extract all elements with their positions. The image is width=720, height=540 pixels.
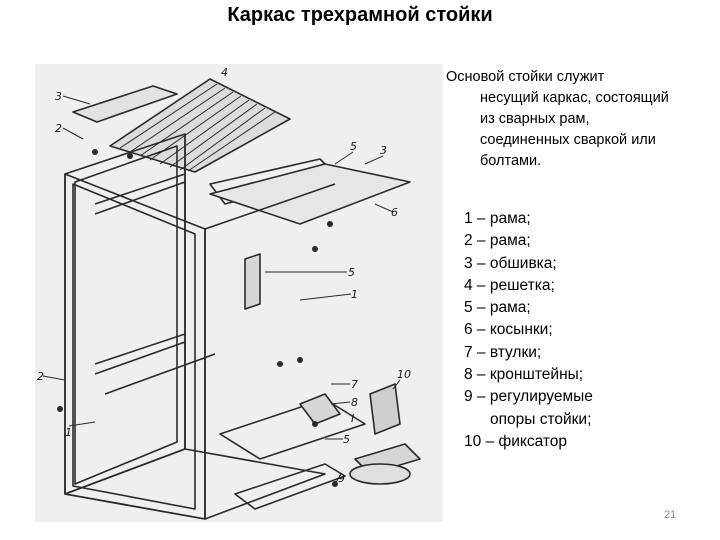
figure-label-1b: 1: [65, 426, 72, 439]
figure-label-5c: 5: [343, 433, 350, 446]
legend-item: 5 – рама;: [464, 299, 531, 317]
figure-label-1a: 1: [351, 288, 358, 301]
figure-label-8: 8: [351, 396, 358, 409]
legend-item: 1 – рама;: [464, 210, 531, 227]
figure-label-10: 10: [397, 368, 411, 381]
intro-line: болтами.: [480, 153, 542, 169]
intro-paragraph: Основой стойки служит несущий каркас, со…: [446, 67, 718, 172]
intro-line: соединенных сваркой или: [480, 132, 656, 148]
parts-legend: 1 – рама; 2 – рама; 3 – обшивка; 4 – реш…: [464, 208, 714, 453]
figure-label-4: 4: [221, 66, 228, 79]
intro-line: Основой стойки служит: [446, 69, 605, 85]
figure-label-2b: 2: [37, 370, 44, 383]
rack-frame-drawing: 3 2 5 3 6 5 1 2 7 8 I 5 9 10 1 4: [35, 64, 443, 522]
figure-label-7: 7: [351, 378, 358, 391]
legend-item: 9 – регулируемые: [464, 388, 593, 406]
legend-item: 10 – фиксатор: [464, 432, 568, 450]
figure-label-6: 6: [391, 206, 398, 219]
legend-item: 3 – обшивка;: [464, 254, 557, 272]
figure-label-3a: 3: [55, 90, 62, 103]
figure-label-2a: 2: [55, 122, 62, 135]
intro-line: из сварных рам,: [480, 111, 590, 127]
figure-label-5b: 5: [348, 266, 355, 279]
legend-item: 2 – рама;: [464, 232, 531, 250]
legend-item: 7 – втулки;: [464, 343, 542, 361]
legend-item: 4 – решетка;: [464, 276, 555, 294]
figure-label-9: 9: [338, 472, 345, 485]
slide-title: Каркас трехрамной стойки: [227, 4, 493, 26]
legend-item: 6 – косынки;: [464, 321, 553, 339]
figure-label-5a: 5: [350, 140, 357, 153]
figure-label-i: I: [351, 412, 354, 425]
legend-item: 8 – кронштейны;: [464, 366, 584, 384]
legend-item-continuation: опоры стойки;: [490, 410, 592, 428]
figure-label-3b: 3: [380, 144, 387, 157]
intro-line: несущий каркас, состоящий: [480, 90, 669, 106]
page-number: 21: [664, 509, 677, 521]
